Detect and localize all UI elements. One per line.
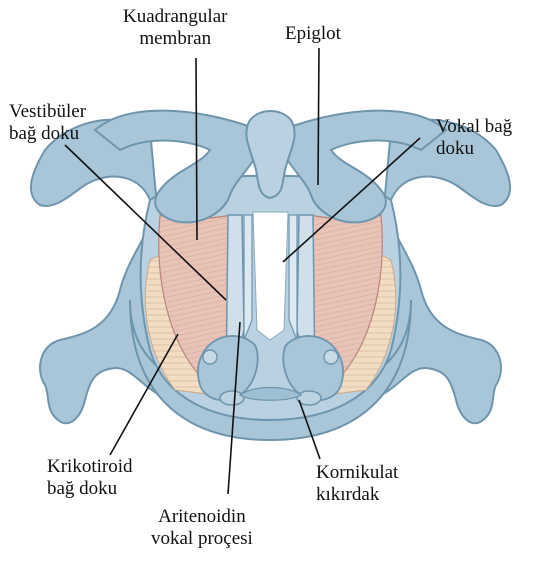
label-aritenoidin-vokal-procesi: Aritenoidin vokal proçesi — [151, 506, 253, 550]
right-vocal-fold — [289, 215, 297, 340]
label-kornikulat-line1: Kornikulat — [316, 462, 398, 484]
label-vestibuler-line1: Vestibüler — [9, 101, 86, 123]
left-vocal-fold — [244, 215, 252, 340]
label-vestibuler-bag-doku: Vestibüler bağ doku — [9, 101, 86, 145]
left-cuneiform-nodule — [203, 350, 217, 364]
label-vokal-line1: Vokal bağ — [436, 116, 512, 138]
label-krikotiroid-line1: Krikotiroid — [47, 456, 133, 478]
label-kuadrangular-line1: Kuadrangular — [123, 6, 227, 28]
label-vokal-line2: doku — [436, 138, 512, 160]
label-aritenoidin-line2: vokal proçesi — [151, 528, 253, 550]
label-kuadrangular-membran: Kuadrangular membran — [123, 6, 227, 50]
left-corniculate — [220, 391, 244, 405]
label-aritenoidin-line1: Aritenoidin — [151, 506, 253, 528]
label-kornikulat-line2: kıkırdak — [316, 484, 398, 506]
label-epiglot: Epiglot — [285, 23, 341, 45]
leader-epiglot — [318, 48, 319, 185]
right-cuneiform-nodule — [324, 350, 338, 364]
label-kornikulat-kikirdak: Kornikulat kıkırdak — [316, 462, 398, 506]
label-kuadrangular-line2: membran — [123, 28, 227, 50]
label-krikotiroid-bag-doku: Krikotiroid bağ doku — [47, 456, 133, 500]
label-krikotiroid-line2: bağ doku — [47, 478, 133, 500]
label-vokal-bag-doku: Vokal bağ doku — [436, 116, 512, 160]
label-vestibuler-line2: bağ doku — [9, 123, 86, 145]
leader-kuadrangular — [196, 58, 197, 240]
rima-glottidis — [253, 212, 288, 340]
label-epiglot-line1: Epiglot — [285, 23, 341, 45]
